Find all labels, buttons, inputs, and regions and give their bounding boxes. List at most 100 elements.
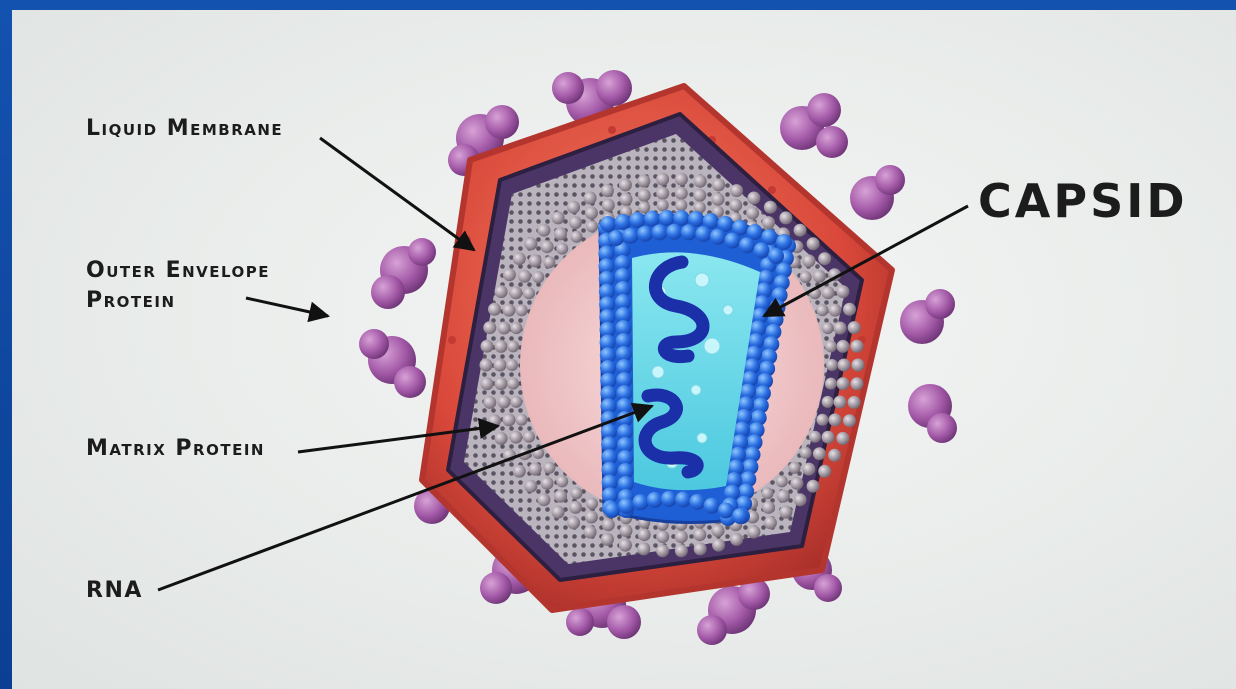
matrix-bead	[730, 533, 743, 546]
matrix-bead	[800, 447, 812, 459]
label-rna: RNA	[86, 576, 143, 606]
matrix-bead	[602, 199, 615, 212]
matrix-bead	[586, 498, 598, 510]
matrix-bead	[675, 544, 688, 557]
matrix-bead	[790, 477, 803, 490]
matrix-bead	[483, 396, 496, 409]
matrix-bead	[802, 463, 815, 476]
matrix-bead	[809, 431, 821, 443]
capsid-bead	[615, 214, 631, 230]
matrix-bead	[567, 201, 580, 214]
matrix-bead	[637, 175, 650, 188]
matrix-bead	[532, 271, 544, 283]
matrix-bead	[498, 396, 511, 409]
matrix-bead	[746, 207, 759, 220]
matrix-bead	[503, 304, 516, 317]
matrix-bead	[638, 189, 651, 202]
matrix-bead	[552, 211, 565, 224]
matrix-bead	[712, 193, 725, 206]
matrix-bead	[822, 286, 835, 299]
matrix-bead	[828, 449, 841, 462]
matrix-bead	[537, 224, 550, 237]
matrix-bead	[619, 539, 632, 552]
matrix-bead	[675, 173, 688, 186]
label-liquid-membrane: Liquid Membrane	[86, 114, 283, 144]
matrix-bead	[675, 199, 687, 211]
matrix-bead	[543, 256, 555, 268]
capsid-bead	[689, 494, 705, 510]
matrix-bead	[518, 270, 531, 283]
knob	[908, 384, 957, 443]
matrix-bead	[807, 480, 820, 493]
matrix-bead	[776, 475, 788, 487]
matrix-bead	[507, 378, 519, 390]
matrix-bead	[602, 518, 615, 531]
matrix-bead	[657, 199, 669, 211]
matrix-bead	[779, 211, 792, 224]
matrix-bead	[825, 378, 837, 390]
capsid-bead	[739, 237, 755, 253]
matrix-bead	[503, 268, 516, 281]
matrix-bead	[543, 462, 555, 474]
matrix-bead	[513, 465, 526, 478]
capsid-bead	[629, 212, 645, 228]
matrix-bead	[541, 240, 554, 253]
knob	[900, 289, 955, 344]
matrix-bead	[712, 178, 725, 191]
matrix-bead	[569, 501, 582, 514]
matrix-bead	[729, 199, 742, 212]
matrix-bead	[730, 184, 743, 197]
label-outer-envelope-protein: Outer Envelope Protein	[86, 256, 270, 315]
matrix-bead	[794, 224, 807, 237]
matrix-bead	[693, 189, 706, 202]
matrix-bead	[510, 322, 522, 334]
matrix-bead	[529, 254, 542, 267]
capsid-bead	[761, 229, 777, 245]
matrix-bead	[807, 237, 820, 250]
matrix-bead	[836, 432, 849, 445]
capsid-bead	[608, 230, 624, 246]
matrix-bead	[584, 526, 597, 539]
matrix-bead	[488, 303, 501, 316]
matrix-bead	[712, 524, 725, 537]
matrix-bead	[503, 413, 516, 426]
matrix-bead	[529, 463, 542, 476]
knob	[850, 165, 905, 220]
capsid-bead	[652, 224, 668, 240]
matrix-bead	[851, 340, 864, 353]
matrix-bead	[852, 359, 865, 372]
capsid-bead	[618, 498, 634, 514]
matrix-bead	[762, 487, 774, 499]
matrix-bead	[694, 542, 707, 555]
matrix-bead	[507, 340, 519, 352]
capsid-bead	[673, 210, 689, 226]
matrix-bead	[523, 287, 535, 299]
matrix-bead	[584, 192, 597, 205]
capsid-bead	[710, 229, 726, 245]
matrix-bead	[837, 340, 850, 353]
matrix-bead	[524, 237, 537, 250]
matrix-bead	[747, 526, 760, 539]
matrix-bead	[813, 270, 826, 283]
knob	[359, 329, 426, 398]
capsid-bead	[604, 502, 620, 518]
matrix-bead	[601, 184, 614, 197]
capsid-bead	[637, 226, 653, 242]
capsid-bead	[754, 242, 770, 258]
matrix-bead	[495, 285, 508, 298]
matrix-bead	[571, 231, 583, 243]
matrix-bead	[822, 431, 835, 444]
matrix-bead	[571, 487, 583, 499]
capsid-bead	[623, 228, 639, 244]
matrix-bead	[836, 285, 849, 298]
matrix-bead	[675, 530, 688, 543]
label-outer-envelope-line1: Outer Envelope	[86, 256, 270, 286]
matrix-bead	[816, 304, 828, 316]
matrix-bead	[637, 542, 650, 555]
matrix-bead	[822, 322, 834, 334]
capsid-bead	[732, 508, 748, 524]
knob	[780, 93, 848, 158]
matrix-bead	[762, 501, 775, 514]
capsid-bead	[644, 211, 660, 227]
